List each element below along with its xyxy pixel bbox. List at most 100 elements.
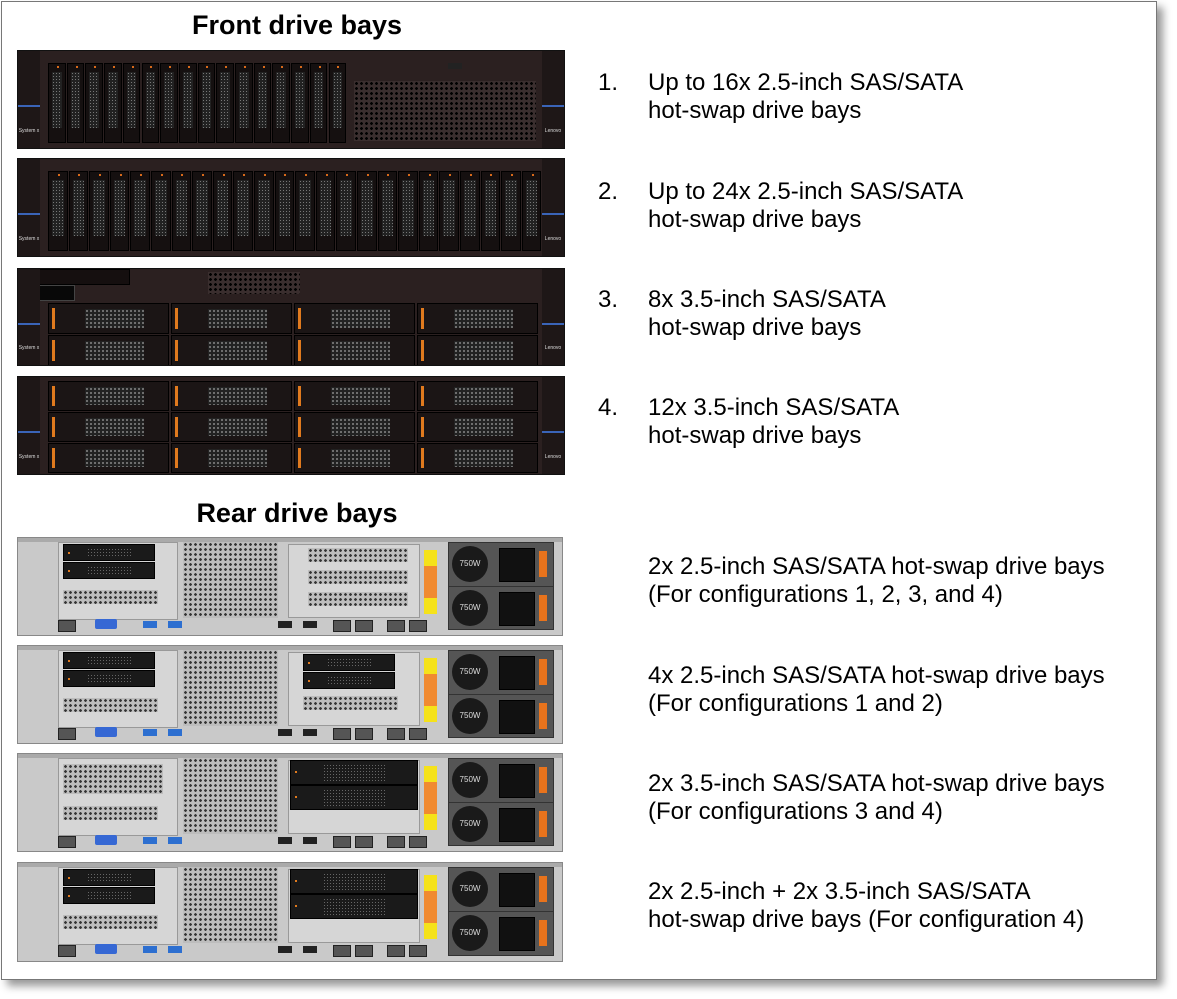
drive-bay-2-5 [328,63,347,143]
usb-port-icon [143,621,157,628]
drive-bay-3-5 [417,412,538,442]
left-rack-ear: System x [18,51,40,148]
rear-drive-bay-2-5 [63,562,155,579]
drive-bay-2-5 [85,63,104,143]
drive-bay-2-5 [109,171,130,251]
chassis-edge [18,646,562,650]
rear-vent [183,542,278,618]
brand-left-label: System x [18,345,40,351]
config-description: 12x 3.5-inch SAS/SATA [648,394,900,421]
drive-bay-2-5 [521,171,542,251]
right-rack-ear: Lenovo [542,159,564,256]
ethernet-port-icon [355,620,373,632]
vga-port-icon [95,835,117,845]
power-supply: 750W [448,541,554,587]
rear-description: 2x 2.5-inch + 2x 3.5-inch SAS/SATA [648,878,1031,905]
drive-bay-3-5 [48,443,169,473]
ethernet-port-icon [333,836,351,848]
rear-drive-bays-title: Rear drive bays [196,498,398,528]
power-supply: 750W [448,585,554,631]
drive-bay-3-5 [48,412,169,442]
psu-fan-icon: 750W [452,545,488,582]
drive-bay-3-5 [171,412,292,442]
ethernet-port-icon [58,945,76,957]
front-drive-bays-title: Front drive bays [191,10,403,40]
psu-fan-icon: 750W [452,761,488,798]
drive-bay-3-5 [417,335,538,365]
ethernet-port-icon [409,836,427,848]
ethernet-port-icon [333,620,351,632]
drive-bay-3-5 [294,443,415,473]
config-description: hot-swap drive bays [648,314,862,341]
chassis-edge [18,754,562,758]
usb-port-icon [303,621,317,628]
rear-vent [183,867,278,943]
drive-bay-2-5 [480,171,501,251]
psu-fan-icon: 750W [452,805,488,842]
rear-drive-bay-3-5 [290,785,418,810]
drive-bay-3-5 [171,381,292,411]
usb-port-icon [168,729,182,736]
drive-bay-3-5 [171,443,292,473]
ethernet-port-icon [355,836,373,848]
ethernet-port-icon [409,728,427,740]
drive-bay-2-5 [48,63,66,143]
drive-bay-3-5 [417,303,538,334]
riser-slot-vent [63,806,158,820]
rear-panel-2x25: 750W 750W [17,537,563,636]
drive-bay-2-5 [233,171,253,251]
rear-description: 2x 2.5-inch SAS/SATA hot-swap drive bays [648,553,1105,580]
power-supply: 750W [448,757,554,803]
drive-bay-3-5 [294,303,415,334]
warning-label [424,875,437,891]
usb-port-icon [303,729,317,736]
drive-bay-3-5 [48,381,169,411]
config-description: 8x 3.5-inch SAS/SATA [648,286,886,313]
drive-bay-2-5 [197,63,216,143]
rear-description: 4x 2.5-inch SAS/SATA hot-swap drive bays [648,662,1105,689]
vga-port-icon [95,619,117,629]
ethernet-port-icon [58,728,76,740]
riser-slot-vent [308,570,408,584]
warning-label [424,923,437,939]
rear-vent [183,650,278,726]
riser-slot-vent [303,696,398,710]
brand-right-label: Lenovo [544,236,562,242]
riser-slot-vent [308,592,408,606]
port-label [424,674,437,706]
ethernet-port-icon [333,728,351,740]
drive-bay-2-5 [235,63,253,143]
drive-bay-2-5 [141,63,160,143]
usb-port-icon [143,729,157,736]
psu-fan-icon: 750W [452,589,488,626]
drive-bay-2-5 [291,63,309,143]
rear-description: 2x 3.5-inch SAS/SATA hot-swap drive bays [648,770,1105,797]
power-supply: 750W [448,649,554,695]
port-label [424,566,437,598]
drive-bay-3-5 [294,412,415,442]
chassis-edge [18,538,562,542]
rear-description: (For configurations 1, 2, 3, and 4) [648,581,1003,608]
ethernet-port-icon [333,945,351,957]
riser-slot-vent [63,764,163,794]
rear-description: hot-swap drive bays (For configuration 4… [648,906,1085,933]
ethernet-port-icon [387,728,405,740]
ethernet-port-icon [355,945,373,957]
ethernet-port-icon [355,728,373,740]
drive-bay-3-5 [48,303,169,334]
riser-slot-vent [63,590,158,604]
usb-port-icon [278,946,292,953]
riser-slot-vent [308,548,408,562]
drive-bay-2-5 [66,63,85,143]
drive-bay-2-5 [171,171,192,251]
vga-port-icon [95,944,117,954]
rear-drive-bay-2-5 [63,670,155,687]
rear-drive-bay-3-5 [290,760,418,785]
chassis-edge [18,863,562,867]
drive-bay-3-5 [294,381,415,411]
drive-bay-3-5 [417,443,538,473]
brand-left-label: System x [18,454,40,460]
rear-drive-bay-2-5 [63,869,155,886]
rear-drive-bay-2-5 [303,654,395,671]
